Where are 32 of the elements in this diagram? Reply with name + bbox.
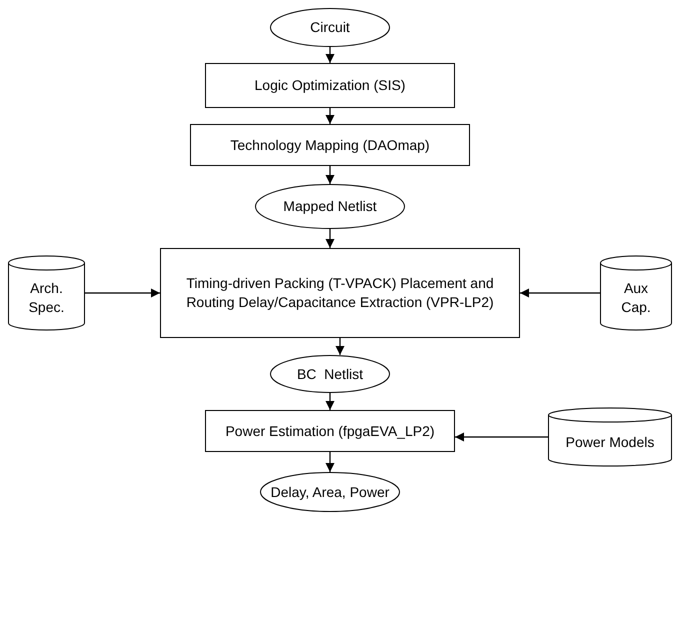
arrow — [455, 432, 548, 442]
arrow — [520, 288, 600, 298]
node-label: BC Netlist — [296, 364, 364, 384]
node-label: Arch. Spec. — [28, 279, 66, 317]
arrow — [326, 108, 334, 124]
arrow — [326, 166, 334, 184]
arrow — [326, 229, 334, 248]
arrow — [336, 338, 344, 355]
process-box — [205, 410, 455, 452]
database-cylinder — [600, 256, 672, 330]
node-label: Circuit — [310, 18, 350, 37]
database-cylinder — [548, 408, 672, 466]
node-label: Delay, Area, Power — [270, 482, 390, 502]
node-label: Power Models — [566, 432, 654, 452]
node-label: Technology Mapping (DAOmap) — [230, 136, 430, 154]
oval-node — [260, 472, 400, 512]
oval-node — [270, 355, 390, 393]
node-label: Aux Cap. — [620, 279, 652, 317]
arrow — [326, 452, 334, 472]
oval-node — [255, 184, 405, 229]
node-label: Timing-driven Packing (T-VPACK) Placement and Routing Delay/Capacitance Extraction (VPR-LP2) — [185, 274, 495, 312]
database-cylinder — [8, 256, 85, 330]
node-label: Logic Optimization (SIS) — [254, 76, 406, 95]
oval-node — [270, 8, 390, 47]
process-box — [160, 248, 520, 338]
node-label: Power Estimation (fpgaEVA_LP2) — [225, 422, 435, 440]
arrow — [326, 393, 334, 410]
node-label: Mapped Netlist — [283, 197, 377, 216]
process-box — [190, 124, 470, 166]
arrow — [326, 47, 334, 63]
process-box — [205, 63, 455, 108]
arrow — [85, 288, 160, 298]
